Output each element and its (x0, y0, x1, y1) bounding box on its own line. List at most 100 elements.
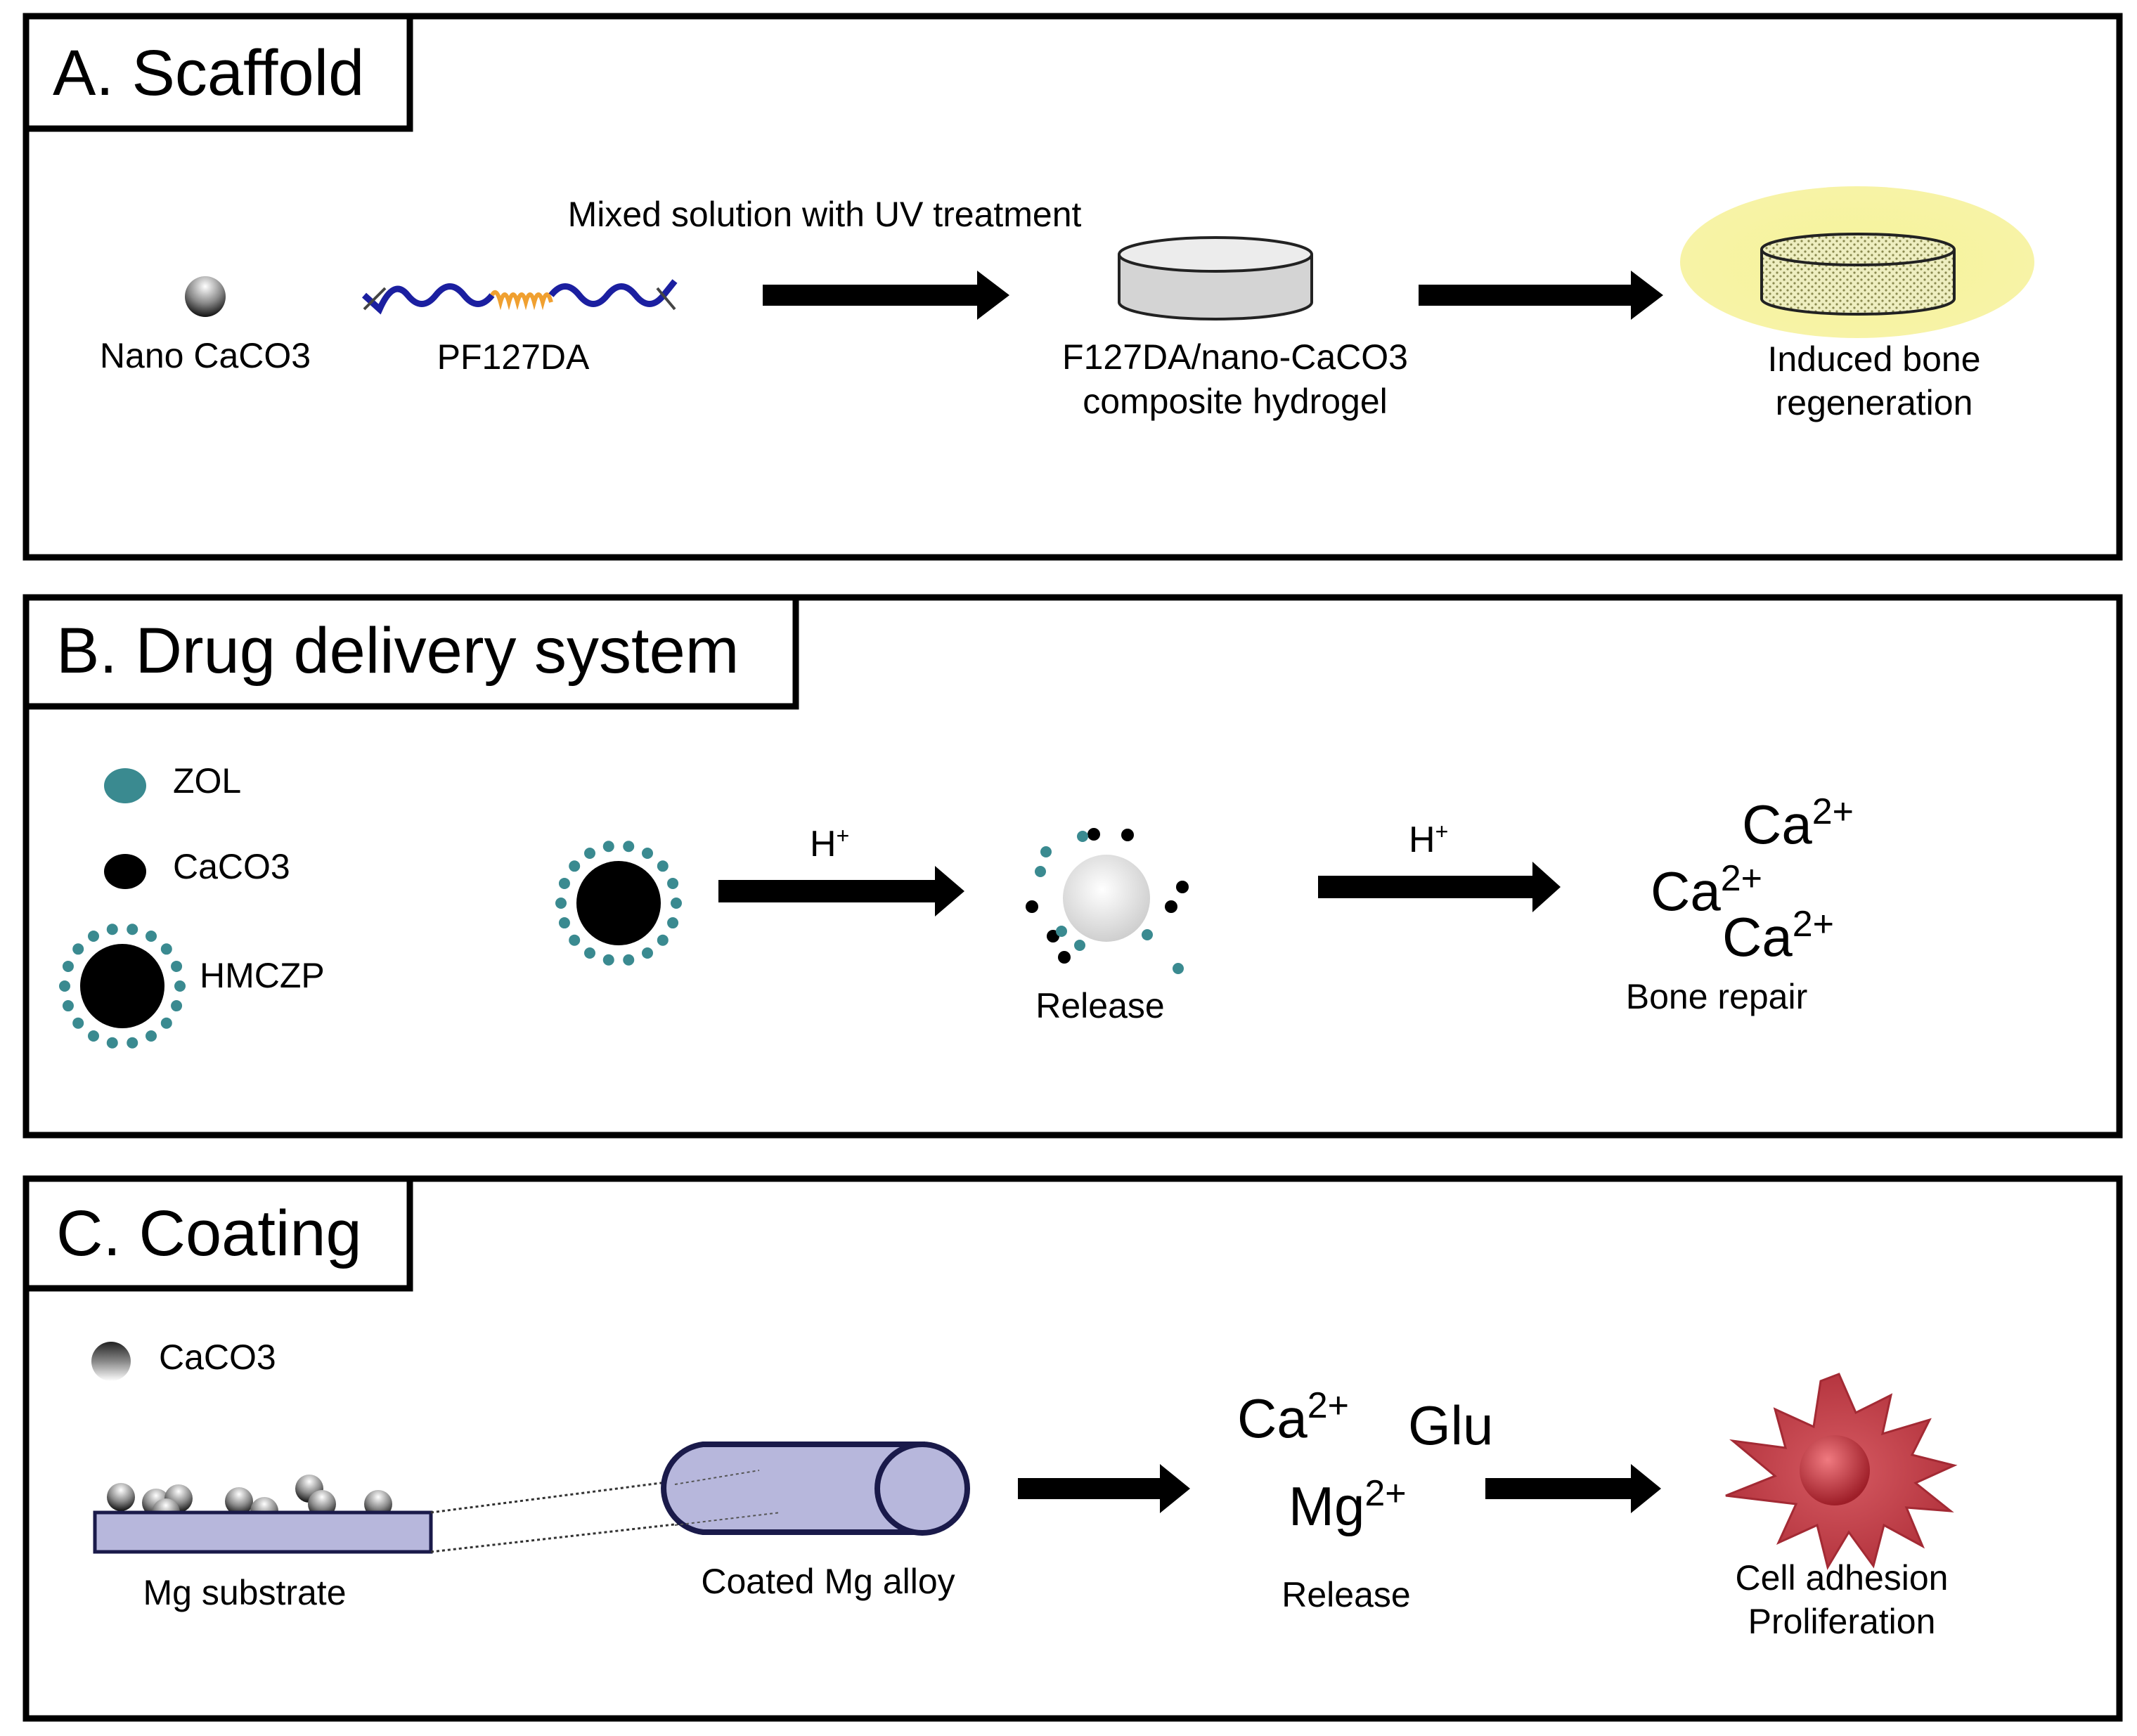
arrow-b2-h-sup: + (1435, 819, 1449, 844)
legend-zol-dot (104, 768, 146, 803)
pf127da-end-left (363, 287, 387, 311)
legend-zol-label: ZOL (173, 761, 241, 801)
panel-c-title-box (22, 1175, 413, 1292)
glu-label: Glu (1408, 1394, 1493, 1456)
arrow-a2 (1419, 271, 1663, 320)
zol-dot (569, 860, 581, 872)
bone-regeneration-label-line2: regeneration (1776, 383, 1973, 422)
legend-caco3-dot (104, 854, 146, 889)
zol-dot (62, 960, 74, 972)
zol-dot (106, 924, 118, 935)
release-label-b: Release (1035, 986, 1164, 1025)
pf127da-polymer-chain (361, 279, 678, 315)
panel-c: C. Coating CaCO3 Mg substrate Coated Mg … (22, 1175, 2123, 1722)
ca-ion-c-charge: 2+ (1308, 1385, 1349, 1426)
zol-dot (146, 930, 157, 942)
ca-ion-c-symbol: Ca (1237, 1387, 1308, 1449)
caco3-fragment (1058, 951, 1071, 964)
arrow-b1 (718, 866, 964, 916)
coated-mg-alloy-cylinder (661, 1442, 970, 1536)
zol-dot (671, 898, 682, 909)
ca-ion-2-symbol: Ca (1651, 860, 1721, 922)
cylinder-line-2 (674, 1512, 781, 1526)
pf127da-chain-right (548, 279, 678, 307)
zol-dot (171, 960, 183, 972)
arrow-b1-h-sup: + (837, 823, 850, 848)
zol-dot (602, 954, 614, 966)
zol-dot (602, 841, 614, 853)
panel-b-title: B. Drug delivery system (56, 615, 739, 687)
arrow-b1-h: H (810, 824, 837, 864)
zol-dot (59, 980, 70, 992)
arrow-c1 (1018, 1464, 1190, 1513)
ca-ion-1-charge: 2+ (1812, 791, 1854, 832)
caco3-fragment (1121, 829, 1134, 841)
caco3-fragment (1176, 881, 1189, 893)
zol-dot (62, 1000, 74, 1012)
mg-substrate-label: Mg substrate (143, 1573, 346, 1612)
pf127da-end-right (656, 287, 676, 311)
zol-dot (555, 898, 567, 909)
legend-caco3-label: CaCO3 (173, 847, 290, 886)
pf127da-chain-left (361, 283, 495, 315)
hydrogel-disc (1118, 236, 1313, 320)
ca-ion-3-charge: 2+ (1793, 904, 1834, 945)
bone-scaffold-disc (1760, 233, 1956, 316)
zol-fragment (1173, 963, 1184, 974)
mg-ion-c-symbol: Mg (1289, 1475, 1364, 1537)
zol-dot (558, 877, 570, 889)
zol-dot (127, 1037, 138, 1049)
mg-substrate-plate (93, 1510, 433, 1554)
release-particle (1026, 828, 1189, 974)
zol-dot (584, 847, 595, 859)
zol-dot (584, 947, 595, 959)
ca-ion-3-symbol: Ca (1722, 906, 1793, 968)
zol-dot (623, 954, 635, 966)
panel-b: B. Drug delivery system ZOL CaCO3 HMCZP … (22, 594, 2123, 1139)
zol-fragment (1142, 929, 1153, 940)
caco3-fragment (1087, 828, 1100, 841)
legend-caco3-ball (91, 1342, 131, 1381)
panel-c-title: C. Coating (56, 1198, 362, 1269)
cell-nucleus (1800, 1435, 1870, 1505)
hydrogel-disc-top (1118, 236, 1313, 273)
zol-dot (642, 847, 653, 859)
legend-caco3-label-c: CaCO3 (159, 1337, 276, 1377)
zol-dot (623, 841, 635, 853)
zol-dot (72, 943, 84, 955)
bone-repair-label: Bone repair (1626, 977, 1808, 1016)
caco3-core (576, 861, 661, 945)
zol-dot (127, 924, 138, 935)
pf127da-label: PF127DA (437, 337, 590, 377)
panel-a-title: A. Scaffold (53, 37, 364, 109)
zol-fragment (1056, 926, 1067, 937)
cell-label-line1: Cell adhesion (1736, 1558, 1949, 1598)
hmczp-particle (555, 841, 682, 966)
zol-dot (160, 943, 172, 955)
bone-scaffold-disc-body (1760, 250, 1956, 316)
panel-b-title-box (22, 594, 799, 710)
ca-ion-3: Ca2+ (1722, 904, 1834, 968)
zol-dot (667, 877, 679, 889)
zol-dot (160, 1017, 172, 1029)
zol-fragment (1040, 846, 1052, 857)
coated-mg-alloy-label: Coated Mg alloy (701, 1562, 955, 1601)
zol-dot (657, 934, 669, 946)
zol-dot (171, 1000, 183, 1012)
zol-fragment (1074, 940, 1085, 951)
cell-illustration (1725, 1373, 1958, 1570)
nano-caco3-label: Nano CaCO3 (100, 336, 311, 375)
zol-dot (642, 947, 653, 959)
arrow-a1 (763, 271, 1009, 320)
mixed-solution-label: Mixed solution with UV treatment (568, 195, 1082, 234)
zol-dot (72, 1017, 84, 1029)
zol-dot (174, 980, 186, 992)
legend-hmczp-particle (59, 924, 186, 1049)
panel-a-title-box (22, 13, 413, 132)
ca-ion-1: Ca2+ (1742, 791, 1854, 855)
hydrogel-label-line1: F127DA/nano-CaCO3 (1062, 337, 1408, 377)
arrow-c2 (1485, 1464, 1661, 1513)
release-label-c: Release (1281, 1575, 1410, 1614)
ca-ion-c: Ca2+ (1237, 1385, 1349, 1449)
